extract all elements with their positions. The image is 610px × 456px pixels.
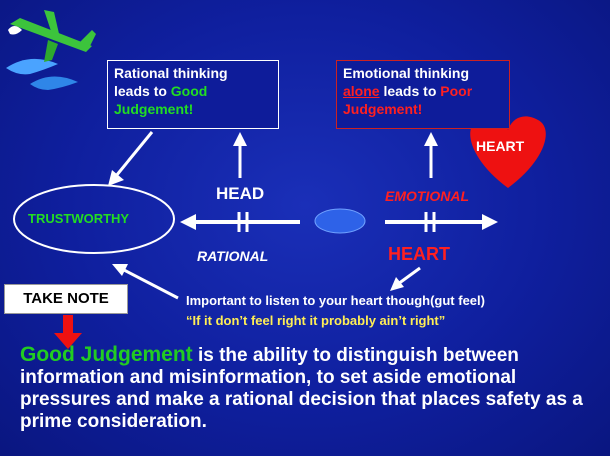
conclusion-lead: Good Judgement xyxy=(20,343,193,366)
conclusion-body: is the ability to distinguish between in… xyxy=(20,345,583,432)
emotional-label: EMOTIONAL xyxy=(385,188,469,204)
take-note-label: TAKE NOTE xyxy=(4,284,128,314)
rational-box-line1: Rational thinking xyxy=(114,65,228,81)
conclusion-text: Good Judgement is the ability to disting… xyxy=(20,344,595,433)
trustworthy-ellipse xyxy=(13,184,175,254)
rational-box-line2: leads to xyxy=(114,83,171,99)
emotional-box-leads: leads to xyxy=(379,83,441,99)
airplane-logo-icon xyxy=(6,10,96,90)
emotional-box-line1: Emotional thinking xyxy=(343,65,469,81)
heart-shape-label: HEART xyxy=(476,138,525,154)
emotional-box-line3: Judgement! xyxy=(343,101,423,117)
heart-shape-icon xyxy=(470,116,546,188)
gut-feel-quote: “If it don’t feel right it probably ain’… xyxy=(186,313,446,328)
center-ellipse xyxy=(314,208,366,234)
rational-box-good: Good xyxy=(170,83,208,99)
emotional-thinking-box: Emotional thinking alone leads to Poor J… xyxy=(336,60,510,129)
important-text: Important to listen to your heart though… xyxy=(186,293,485,308)
trustworthy-label: TRUSTWORTHY xyxy=(28,211,130,226)
head-label: HEAD xyxy=(216,184,265,203)
rational-thinking-box: Rational thinking leads to Good Judgemen… xyxy=(107,60,279,129)
emotional-box-alone: alone xyxy=(343,83,380,99)
heart-label: HEART xyxy=(388,244,450,264)
rational-box-line3: Judgement! xyxy=(114,101,194,117)
rational-label: RATIONAL xyxy=(197,248,269,264)
emotional-box-poor: Poor xyxy=(440,83,473,99)
